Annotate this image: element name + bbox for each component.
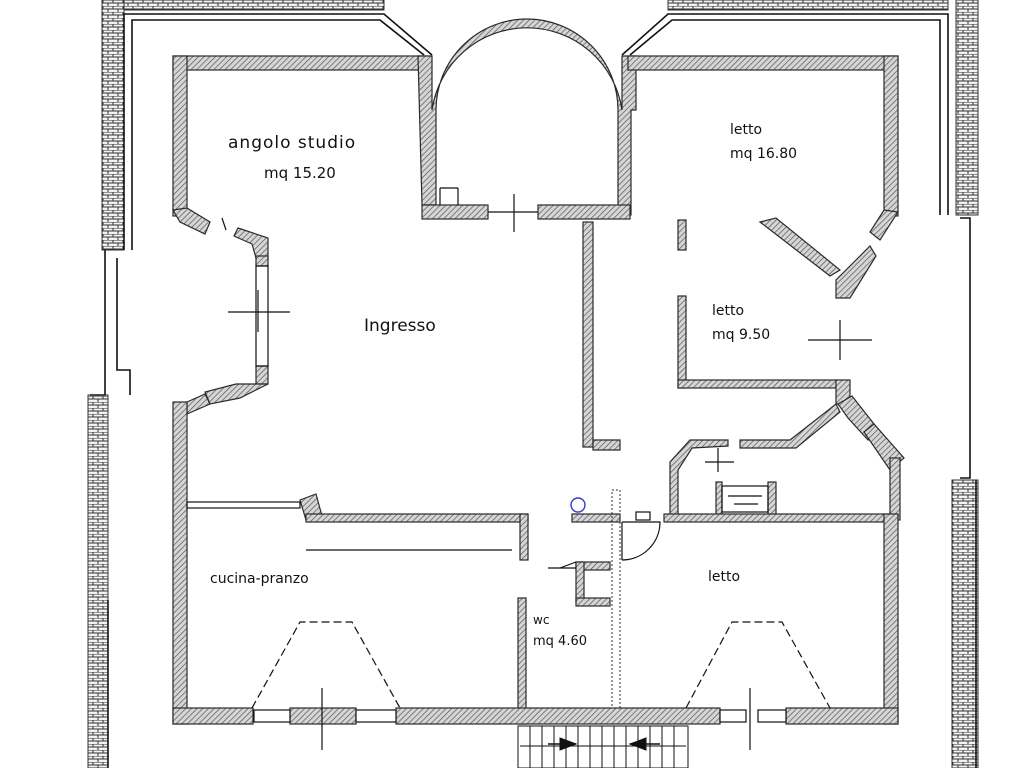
fireplace-left <box>251 621 401 709</box>
room-label-ingresso: Ingresso <box>364 316 436 336</box>
thin-partitions <box>186 187 512 551</box>
dotted-lines <box>611 489 621 709</box>
closet-symbol <box>721 485 769 513</box>
walls <box>172 18 905 725</box>
window-markers <box>221 194 872 750</box>
door-swing <box>548 511 661 569</box>
fireplace-right <box>685 621 831 709</box>
terrace-outline <box>90 13 977 768</box>
room-area-studio: mq 15.20 <box>264 164 336 182</box>
room-area-letto-1: mq 16.80 <box>730 146 797 162</box>
room-label-letto-2: letto <box>712 303 744 319</box>
accent-circle <box>570 497 586 513</box>
room-label-letto-1: letto <box>730 122 762 138</box>
windows <box>253 265 787 723</box>
room-label-studio: angolo studio <box>228 133 356 153</box>
room-label-cucina: cucina-pranzo <box>210 571 309 587</box>
room-label-letto-3: letto <box>708 569 740 585</box>
room-area-wc: mq 4.60 <box>533 634 587 649</box>
room-label-wc: wc <box>533 613 549 627</box>
room-area-letto-2: mq 9.50 <box>712 327 770 343</box>
staircase <box>517 725 689 768</box>
